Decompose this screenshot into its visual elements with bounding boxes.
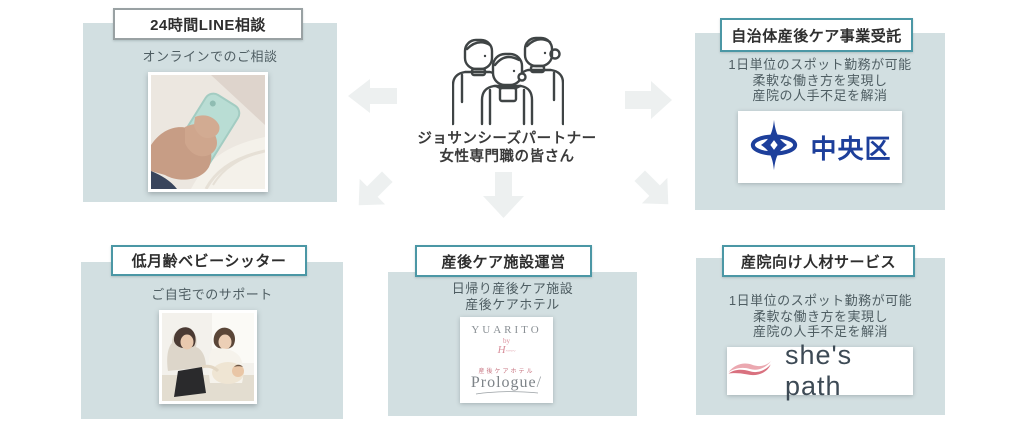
arrow-right-icon	[625, 81, 672, 119]
hr-line2: 柔軟な働き方を実現し	[752, 308, 888, 324]
yuarito-logo-text: YUARITO	[471, 324, 542, 336]
arrow-down-right-icon	[626, 162, 681, 217]
title-care-facility-label: 産後ケア施設運営	[441, 253, 566, 271]
yuarito-prologue-logo-card: YUARITO by H~~~ 産後ケアホテル Prologue/	[460, 317, 553, 403]
chuo-city-logo-card: 中央区	[738, 111, 902, 183]
chuo-city-emblem-icon	[748, 119, 800, 176]
prologue-logo-text: Prologue/	[470, 374, 543, 391]
arrow-down-icon	[483, 172, 524, 218]
title-hr-service: 産院向け人材サービス	[722, 245, 915, 277]
description-municipal-care: 1日単位のスポット勤務が可能 柔軟な働き方を実現し 産院の人手不足を解消	[695, 57, 945, 104]
title-line-consult: 24時間LINE相談	[113, 8, 303, 40]
prologue-hotel-label: 産後ケアホテル	[478, 369, 535, 375]
shespath-swoosh-icon	[727, 358, 773, 385]
title-municipal-care: 自治体産後ケア事業受託	[720, 18, 913, 52]
title-babysitter-label: 低月齢ベビーシッター	[131, 253, 287, 270]
title-babysitter: 低月齢ベビーシッター	[111, 245, 307, 276]
title-hr-service-label: 産院向け人材サービス	[740, 253, 896, 271]
shespath-logo-text: she's path	[785, 340, 853, 401]
hr-line3: 産院の人手不足を解消	[752, 324, 888, 339]
yuarito-by-text: by	[503, 337, 510, 345]
center-caption-line1: ジョサンシーズパートナー	[417, 131, 597, 147]
subtitle-babysitter: ご自宅でのサポート	[151, 287, 273, 302]
babysitter-home-visit-photo	[159, 310, 257, 404]
subtitle-line-consult: オンラインでのご相談	[142, 49, 278, 64]
hr-line1: 1日単位のスポット勤務が可能	[728, 293, 913, 308]
title-care-facility: 産後ケア施設運営	[415, 245, 592, 277]
facility-line1: 日帰り産後ケア施設	[451, 281, 574, 296]
center-caption-line2: 女性専門職の皆さん	[439, 149, 575, 165]
municipal-line1: 1日単位のスポット勤務が可能	[728, 57, 912, 72]
municipal-line2: 柔軟な働き方を実現し	[752, 72, 888, 88]
chuo-city-logo-text: 中央区	[810, 133, 892, 164]
arrow-down-left-icon	[345, 163, 400, 218]
description-hr-service: 1日単位のスポット勤務が可能 柔軟な働き方を実現し 産院の人手不足を解消	[696, 293, 945, 340]
prologue-flourish-line	[475, 391, 538, 395]
facility-line2: 産後ケアホテル	[465, 296, 560, 312]
title-line-consult-label: 24時間LINE相談	[150, 16, 266, 34]
title-municipal-care-label: 自治体産後ケア事業受託	[731, 27, 902, 45]
center-caption: ジョサンシーズパートナー 女性専門職の皆さん	[377, 130, 637, 166]
three-professionals-icon	[451, 32, 565, 126]
hand-holding-phone-photo	[148, 72, 268, 192]
shespath-logo-card: she's path	[727, 340, 913, 401]
description-care-facility: 日帰り産後ケア施設 産後ケアホテル	[388, 281, 637, 312]
municipal-line3: 産院の人手不足を解消	[752, 88, 888, 103]
arrow-left-icon	[348, 79, 397, 113]
yuarito-script-mark: H~~~	[497, 344, 516, 356]
